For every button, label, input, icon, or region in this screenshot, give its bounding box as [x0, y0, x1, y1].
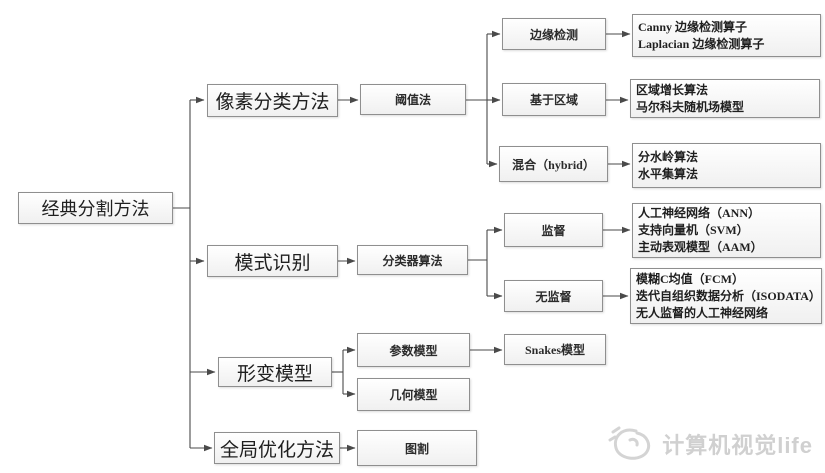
leaf-line: 模糊C均值（FCM）	[636, 271, 744, 286]
node-geometric-model: 几何模型	[357, 378, 470, 411]
node-classifier: 分类器算法	[357, 245, 468, 275]
leaf-hybrid-algorithms: 分水岭算法 水平集算法	[632, 143, 821, 188]
leaf-line: 无人监督的人工神经网络	[636, 305, 769, 320]
leaf-line: 分水岭算法	[638, 149, 699, 164]
node-snakes-model: Snakes模型	[504, 334, 606, 365]
leaf-line: 水平集算法	[638, 166, 699, 181]
leaf-supervised-algorithms: 人工神经网络（ANN） 支持向量机（SVM） 主动表观模型（AAM）	[632, 203, 821, 258]
leaf-line: 支持向量机（SVM）	[638, 223, 749, 237]
node-region-based: 基于区域	[502, 83, 606, 116]
leaf-line: Laplacian 边缘检测算子	[638, 36, 765, 51]
node-parametric-model: 参数模型	[357, 333, 470, 367]
node-pattern-recognition: 模式识别	[207, 245, 338, 277]
node-deformable-model: 形变模型	[218, 357, 332, 387]
node-edge-detection: 边缘检测	[502, 18, 606, 50]
node-hybrid: 混合（hybrid）	[499, 146, 608, 182]
node-root: 经典分割方法	[18, 192, 173, 224]
leaf-line: 人工神经网络（ANN）	[638, 206, 760, 220]
leaf-line: 主动表观模型（AAM）	[638, 240, 763, 254]
leaf-line: 迭代自组织数据分析（ISODATA）	[636, 288, 821, 303]
node-pixel-classification: 像素分类方法	[207, 84, 338, 117]
node-unsupervised: 无监督	[504, 280, 603, 312]
node-global-optimization: 全局优化方法	[214, 432, 340, 464]
node-supervised: 监督	[504, 213, 603, 247]
leaf-unsupervised-algorithms: 模糊C均值（FCM） 迭代自组织数据分析（ISODATA） 无人监督的人工神经网…	[630, 268, 822, 324]
leaf-region-based-algorithms: 区域增长算法 马尔科夫随机场模型	[630, 79, 820, 118]
leaf-edge-detection-algorithms: Canny 边缘检测算子 Laplacian 边缘检测算子	[632, 14, 821, 57]
node-threshold: 阈值法	[360, 84, 466, 115]
leaf-line: Canny 边缘检测算子	[638, 19, 748, 34]
leaf-line: 马尔科夫随机场模型	[636, 99, 745, 114]
node-graph-cut: 图割	[357, 430, 477, 466]
leaf-line: 区域增长算法	[636, 82, 709, 97]
